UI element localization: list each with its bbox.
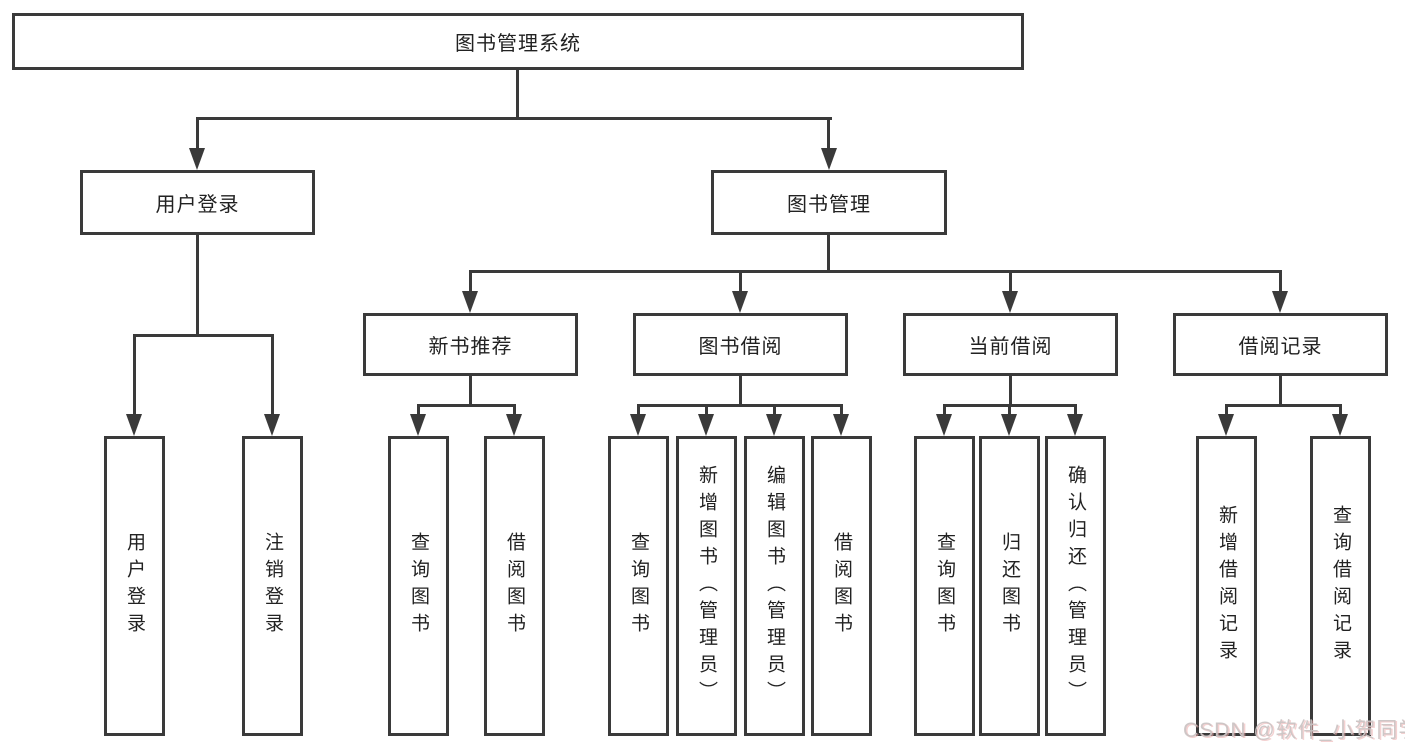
node-book-management: 图书管理	[711, 170, 947, 235]
connector-line	[1225, 404, 1341, 407]
connector-line	[637, 404, 843, 407]
arrowhead-down-icon	[1001, 414, 1017, 436]
node-library-system: 图书管理系统	[12, 13, 1024, 70]
connector-line	[773, 404, 776, 418]
node-label: 注销登录	[262, 532, 283, 640]
connector-line	[196, 235, 199, 335]
connector-line	[827, 117, 830, 150]
node-label: 借阅图书	[831, 532, 852, 640]
arrowhead-down-icon	[732, 291, 748, 313]
connector-line	[133, 334, 274, 337]
node-user-login-action: 用户登录	[104, 436, 165, 736]
arrowhead-down-icon	[1002, 291, 1018, 313]
node-label: 图书管理	[787, 194, 871, 216]
connector-line	[1279, 270, 1282, 294]
node-label: 借阅记录	[1238, 336, 1323, 358]
connector-line	[1009, 376, 1012, 406]
connector-line	[739, 270, 742, 294]
node-return-book: 归还图书	[979, 436, 1040, 736]
node-label: 用户登录	[155, 194, 240, 216]
arrowhead-down-icon	[1332, 414, 1348, 436]
connector-line	[196, 117, 832, 120]
node-label: 新增图书（管理员）	[696, 464, 717, 708]
arrowhead-down-icon	[698, 414, 714, 436]
arrowhead-down-icon	[766, 414, 782, 436]
node-borrow-books: 借阅图书	[811, 436, 872, 736]
arrowhead-down-icon	[1272, 291, 1288, 313]
connector-line	[271, 334, 274, 416]
connector-line	[1339, 404, 1342, 418]
arrowhead-down-icon	[1218, 414, 1234, 436]
arrowhead-down-icon	[821, 148, 837, 170]
node-label: 新书推荐	[428, 336, 513, 358]
connector-line	[1074, 404, 1077, 418]
node-user-login: 用户登录	[80, 170, 315, 235]
connector-line	[840, 404, 843, 418]
node-label: 查询图书	[934, 532, 955, 640]
connector-line	[196, 117, 199, 150]
node-query-books-borrow: 查询图书	[608, 436, 669, 736]
node-borrow-books-recommend: 借阅图书	[484, 436, 545, 736]
arrowhead-down-icon	[630, 414, 646, 436]
node-label: 图书借阅	[698, 336, 783, 358]
node-add-borrow-record: 新增借阅记录	[1196, 436, 1257, 736]
node-label: 图书管理系统	[455, 33, 581, 55]
connector-line	[516, 68, 519, 118]
arrowhead-down-icon	[410, 414, 426, 436]
node-query-borrow-record: 查询借阅记录	[1310, 436, 1371, 736]
node-label: 新增借阅记录	[1216, 505, 1237, 667]
node-label: 归还图书	[999, 532, 1020, 640]
arrowhead-down-icon	[264, 414, 280, 436]
node-logout: 注销登录	[242, 436, 303, 736]
node-label: 确认归还（管理员）	[1065, 464, 1086, 708]
node-label: 当前借阅	[968, 336, 1053, 358]
connector-line	[469, 270, 472, 294]
connector-line	[1279, 376, 1282, 406]
connector-line	[637, 404, 640, 418]
arrowhead-down-icon	[1067, 414, 1083, 436]
connector-line	[1225, 404, 1228, 418]
connector-line	[417, 404, 516, 407]
connector-line	[133, 334, 136, 416]
connector-line	[827, 235, 830, 273]
node-query-books-current: 查询图书	[914, 436, 975, 736]
node-new-book-recommend: 新书推荐	[363, 313, 578, 376]
arrowhead-down-icon	[189, 148, 205, 170]
connector-line	[1008, 404, 1011, 418]
node-edit-book-admin: 编辑图书（管理员）	[744, 436, 805, 736]
node-label: 查询图书	[628, 532, 649, 640]
node-label: 查询图书	[408, 532, 429, 640]
connector-line	[469, 376, 472, 406]
arrowhead-down-icon	[506, 414, 522, 436]
connector-line	[705, 404, 708, 418]
node-query-books-recommend: 查询图书	[388, 436, 449, 736]
node-borrow-records: 借阅记录	[1173, 313, 1388, 376]
connector-line	[417, 404, 420, 418]
node-label: 查询借阅记录	[1330, 505, 1351, 667]
node-confirm-return-admin: 确认归还（管理员）	[1045, 436, 1106, 736]
arrowhead-down-icon	[833, 414, 849, 436]
node-book-borrow: 图书借阅	[633, 313, 848, 376]
arrowhead-down-icon	[126, 414, 142, 436]
node-label: 编辑图书（管理员）	[764, 464, 785, 708]
connector-line	[943, 404, 946, 418]
node-add-book-admin: 新增图书（管理员）	[676, 436, 737, 736]
node-current-borrow: 当前借阅	[903, 313, 1118, 376]
connector-line	[1009, 270, 1012, 294]
connector-line	[513, 404, 516, 418]
watermark: CSDN @软件_小贺同学	[1183, 719, 1405, 742]
connector-line	[469, 270, 1282, 273]
arrowhead-down-icon	[462, 291, 478, 313]
node-label: 用户登录	[124, 532, 145, 640]
arrowhead-down-icon	[936, 414, 952, 436]
connector-line	[739, 376, 742, 406]
node-label: 借阅图书	[504, 532, 525, 640]
